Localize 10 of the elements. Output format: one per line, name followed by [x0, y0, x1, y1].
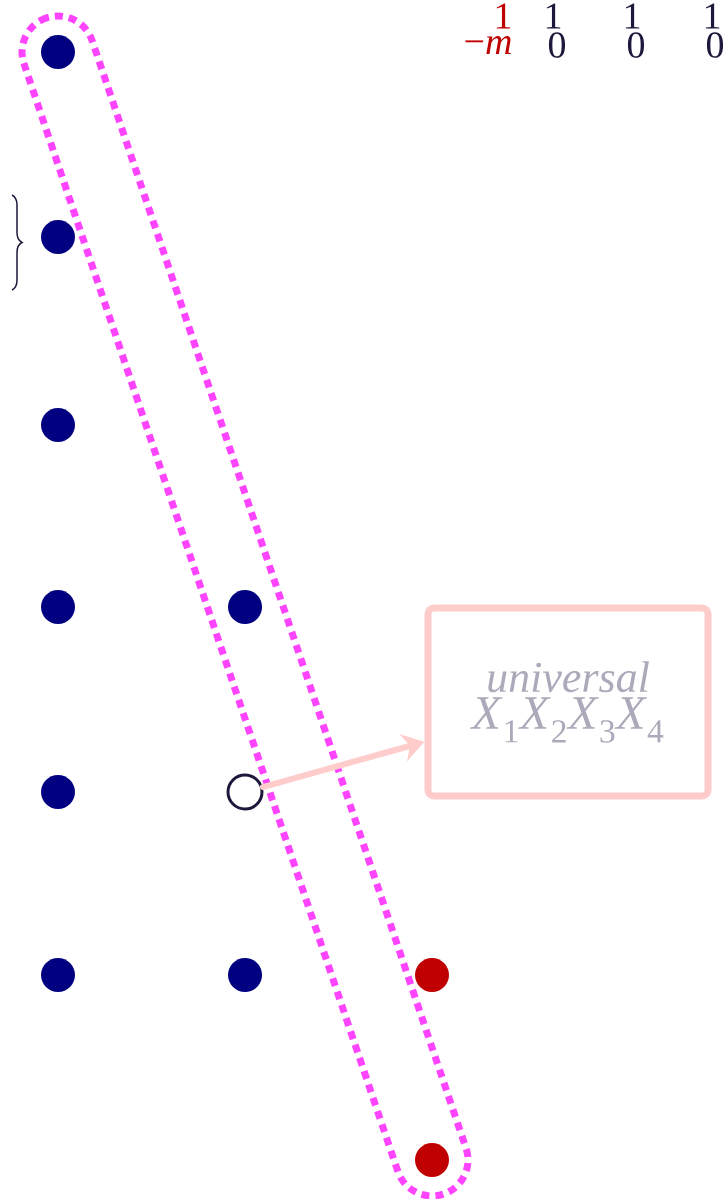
table-entry: 1 — [705, 3, 720, 29]
table-entry: 1 — [546, 3, 561, 29]
table-entry: 1 — [625, 3, 640, 29]
callout-box: universal X$_{1}$X$_{2}$X$_{3}$X$_{4}$ — [424, 604, 712, 800]
table-entry: 1 — [496, 3, 511, 29]
table-entry: 0 — [706, 32, 724, 58]
table-entry: −m — [465, 36, 511, 54]
table-entry: 0 — [548, 32, 566, 58]
open-circle — [226, 773, 264, 811]
table-entry: 0 — [627, 32, 645, 58]
